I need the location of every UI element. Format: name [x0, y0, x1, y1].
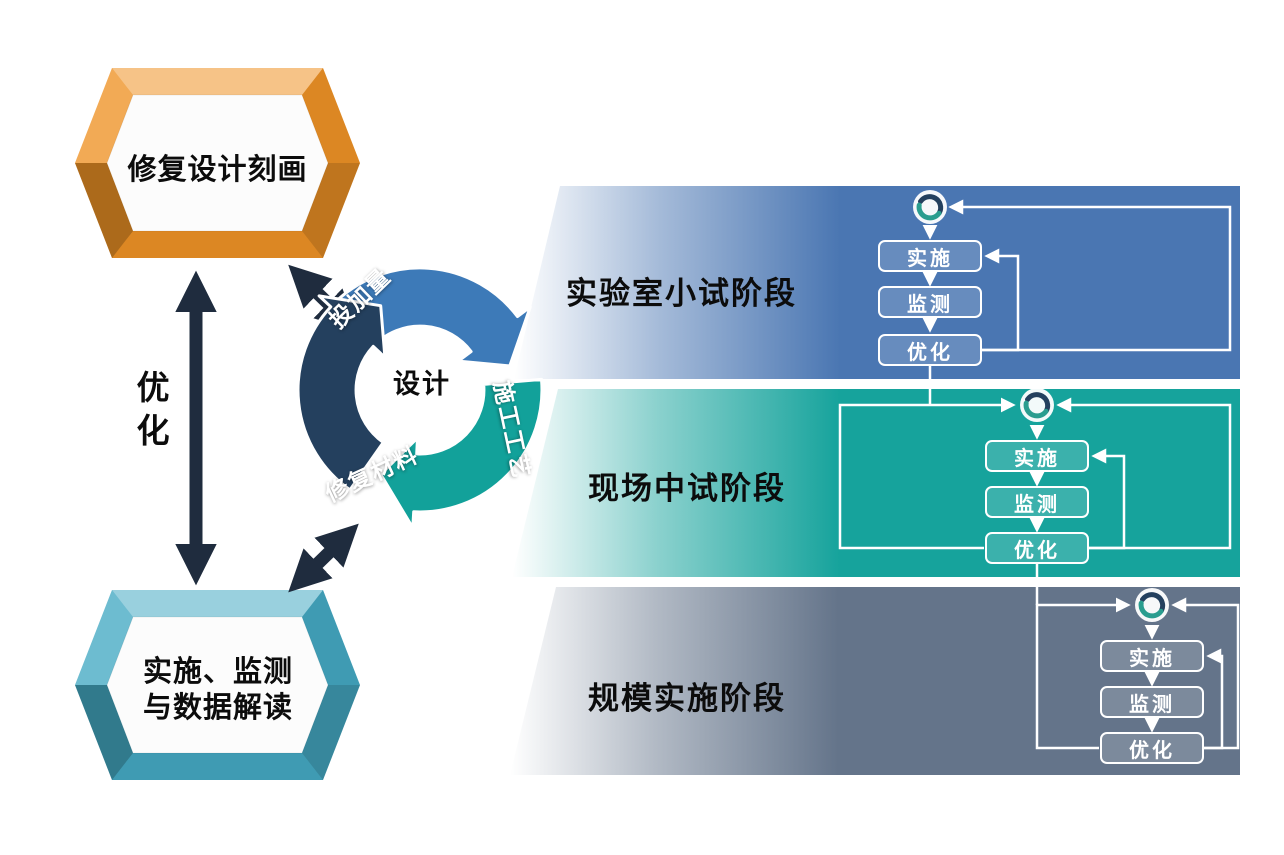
facet — [302, 163, 360, 258]
facet — [75, 590, 133, 685]
cycle-icon-arc-dark — [918, 194, 944, 215]
design-box-label: 修复设计刻画 — [127, 154, 308, 186]
facet — [75, 685, 133, 780]
s1-outer-feedback-line — [948, 199, 1232, 352]
cycle-arrow-technique — [379, 377, 544, 530]
design-cycle-ring — [296, 266, 544, 530]
cycle-icon-arc-teal — [1138, 600, 1164, 619]
optimize-arrow-label: 优化 — [132, 370, 169, 456]
cycle-arrow-material — [296, 294, 387, 492]
s1-step-box-monitor: 监测 — [878, 286, 982, 318]
s2-return-loop-line — [838, 397, 1016, 550]
s1-cycle-icon — [913, 190, 947, 224]
cycle-icon-arc-dark — [1140, 592, 1166, 613]
design-box-shape — [75, 68, 360, 258]
stage-flow-connectors — [838, 199, 1240, 750]
s3-step-box-monitor: 监测 — [1100, 686, 1204, 718]
implementation-box-label-line1: 实施、监测 — [142, 656, 293, 688]
s3-step-box-implement: 实施 — [1100, 640, 1204, 672]
stage-title-scale: 规模实施阶段 — [588, 681, 786, 716]
s3-step-box-optimize: 优化 — [1100, 732, 1204, 764]
s3-return-loop-line — [1035, 597, 1131, 750]
stage-band-field — [512, 389, 1240, 577]
stage-band-scale — [510, 587, 1240, 775]
facet — [112, 753, 323, 780]
implementation-box-inner — [106, 616, 329, 754]
s1-step-box-optimize: 优化 — [878, 334, 982, 366]
cycle-arrow-dosage — [332, 266, 532, 368]
cycle-icon-arc-teal — [916, 202, 942, 221]
facet — [75, 68, 133, 163]
s2-step-box-monitor: 监测 — [985, 486, 1089, 518]
facet — [302, 68, 360, 163]
stage-title-lab: 实验室小试阶段 — [566, 276, 797, 311]
facet — [302, 685, 360, 780]
cycle-center-label: 设计 — [393, 369, 451, 399]
cycle-icon-arc-teal — [1023, 400, 1049, 419]
implementation-cycle-double-arrow — [288, 523, 359, 593]
facet — [75, 163, 133, 258]
s2-step-box-optimize: 优化 — [985, 532, 1089, 564]
s1-step-box-implement: 实施 — [878, 240, 982, 272]
facet — [112, 590, 323, 617]
facet — [112, 231, 323, 258]
s3-cycle-icon — [1135, 588, 1169, 622]
facet — [302, 590, 360, 685]
stage-title-field: 现场中试阶段 — [588, 471, 786, 506]
facet — [112, 68, 323, 95]
s2-cycle-icon — [1020, 388, 1054, 422]
s2-step-box-implement: 实施 — [985, 440, 1089, 472]
implementation-box-shape — [75, 590, 360, 780]
s3-outer-feedback-line — [1171, 597, 1240, 750]
cycle-icon-arc-dark — [1025, 392, 1051, 413]
stage-band-lab — [514, 186, 1240, 379]
design-box-inner — [106, 94, 329, 232]
implementation-box-label-line2: 与数据解读 — [142, 692, 293, 724]
s2-outer-feedback-line — [1056, 397, 1232, 550]
